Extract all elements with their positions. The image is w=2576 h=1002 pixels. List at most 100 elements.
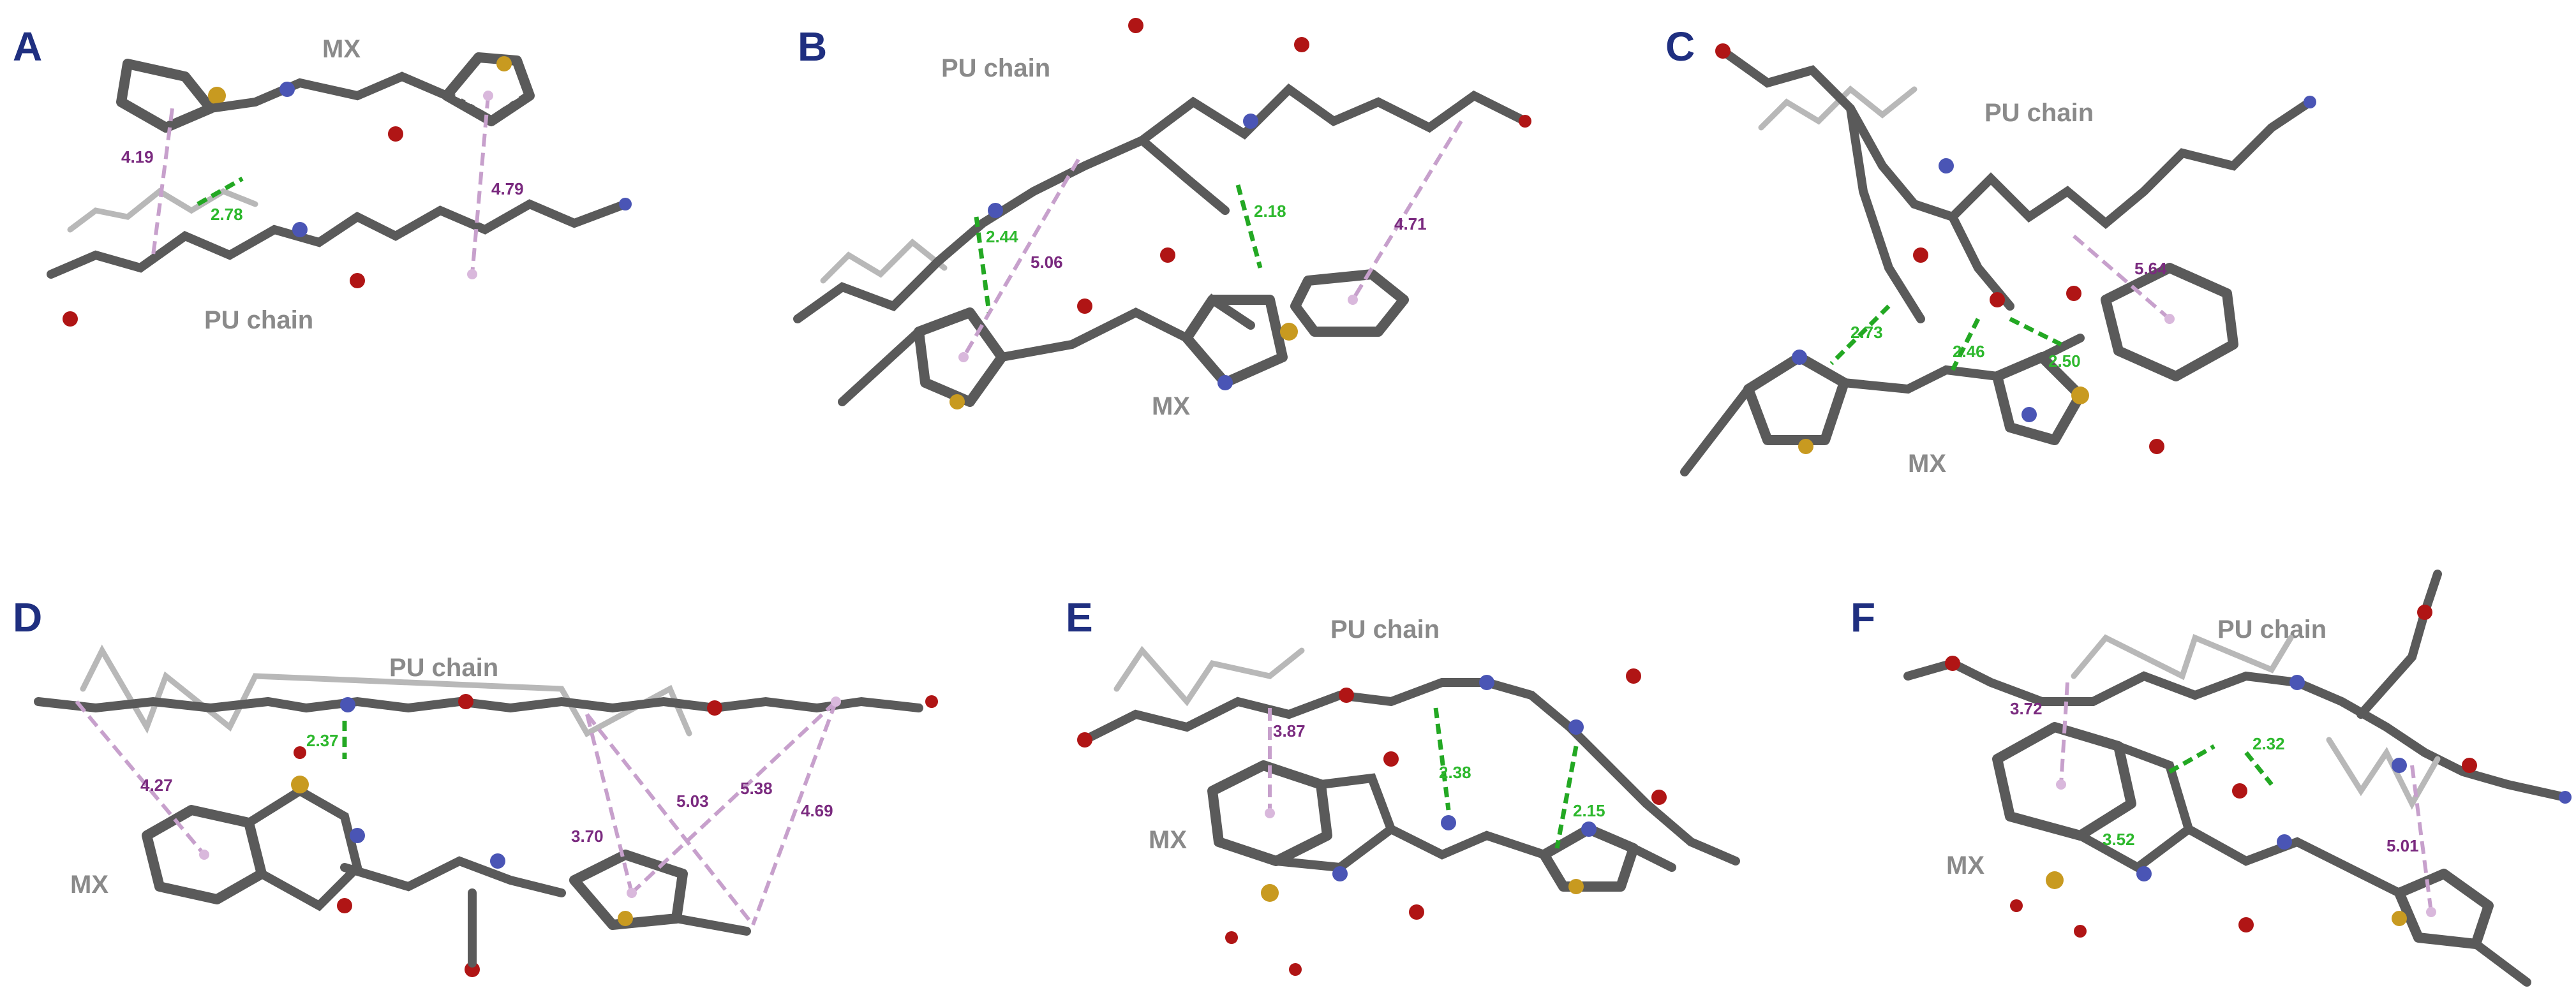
o-atom-e7 [1289,963,1302,976]
aromatic-ring-c2 [2114,277,2224,367]
mx-thiazole-b [914,307,1007,407]
pu-chain-h-f [2071,633,2294,681]
mx-methyl-f [2471,939,2531,987]
panel-a: A MX PU chain 2.78 4.19 4.79 [13,24,632,334]
hbond-line-c2 [1950,318,1981,371]
centroid-f1 [2056,779,2066,790]
pi-dist-e1: 3.87 [1273,721,1306,740]
o-atom-b3 [1519,115,1531,128]
n-atom-b2 [988,203,1003,218]
pi-dist-d1: 4.27 [140,776,173,795]
mx-chain-e [1387,825,1549,860]
mx-methyl-e [1629,844,1676,872]
o-atom-a2 [63,311,78,327]
n-atom-c3 [1792,350,1807,365]
hbond-dist-e1: 2.38 [1439,763,1471,782]
mx-ring-b2 [1182,295,1288,388]
s-atom-b2 [1280,323,1298,341]
n-atom-e1 [1479,675,1494,690]
pi-dist-c1: 5.64 [2134,259,2167,278]
hbond-dist-f1: 2.32 [2252,734,2285,753]
o-atom-e2 [1339,688,1354,703]
o-atom-b4 [1077,298,1092,314]
centroid-b1 [958,352,969,362]
n-atom-f4 [2136,866,2152,881]
pu-chain-d [34,696,923,713]
n-atom-e4 [1441,815,1456,830]
mx-ring-a1 [116,59,216,133]
o-atom-d6 [465,962,480,977]
o-atom-f2 [2417,605,2432,620]
pi-dist-d3: 5.03 [676,792,709,811]
hbond-dist-d1: 2.37 [306,731,339,750]
s-atom-e1 [1261,884,1279,902]
panel-d: D PU chain MX 2.37 4.27 3.70 5.03 [13,594,938,977]
mx-methyl-d [672,914,751,936]
centroid-a2 [467,269,477,279]
o-atom-e4 [1651,790,1667,805]
pi-line-f2 [2410,765,2433,913]
pi-dist-a1: 4.19 [121,147,154,166]
mx-benzene-c [2101,263,2238,381]
drug-label-c: MX [1908,450,1946,478]
pi-dist-a2: 4.79 [491,179,524,198]
pu-branch-f [2356,570,2442,719]
mx-chain-b [997,293,1255,362]
hbond-line-a1 [197,176,244,207]
n-atom-f3 [2559,791,2572,804]
hbond-line-f2 [2168,744,2215,774]
pi-line-d5 [751,700,838,926]
o-atom-c2 [1913,247,1928,263]
mx-benzene-b [1290,269,1409,337]
aromatic-ring-e1 [1222,774,1320,853]
s-atom-f1 [2046,871,2064,889]
o-atom-d4 [294,746,306,759]
o-atom-a1 [350,273,365,288]
pu-chain-h-a [67,188,258,233]
o-atom-d5 [337,898,352,913]
s-atom-f2 [2392,911,2407,926]
mx-chain-f [2184,825,2404,897]
n-atom-c2 [2304,96,2316,108]
pu-branch-c [1846,104,1925,323]
centroid-d1 [199,850,209,860]
chain-label-d: PU chain [389,654,498,682]
o-atom-a3 [388,126,403,142]
mx-chain-d [340,856,566,897]
pu-chain-f [1903,658,2570,802]
o-atom-e5 [1383,751,1399,767]
centroid-f2 [2426,907,2436,917]
pi-line-f1 [2059,682,2069,785]
pu-chain-a [47,199,630,279]
centroid-e1 [1265,808,1275,818]
aromatic-ring-f2 [2408,881,2481,938]
pu-chain-h-c [1758,85,1917,131]
o-atom-c5 [2149,439,2164,454]
n-atom-e3 [1332,866,1348,881]
aromatic-ring-d1 [157,818,253,891]
panel-letter-e: E [1066,594,1093,640]
hbond-line-f1 [2244,751,2274,786]
s-atom-e2 [1568,879,1584,894]
hbond-dist-a1: 2.78 [211,205,243,224]
hbond-dist-c1: 2.73 [1850,323,1883,342]
o-atom-f7 [2238,917,2254,932]
drug-label-b: MX [1152,392,1190,420]
panel-letter-c: C [1665,24,1695,70]
pi-line-c1 [2073,234,2171,321]
o-atom-e6 [1225,931,1238,944]
pu-chain-h-b [820,238,948,284]
chain-label-c: PU chain [1984,99,2094,127]
hbond-dist-c3: 2.50 [2048,351,2081,371]
panel-e: E PU chain MX 2.38 2.15 3.87 [1066,594,1740,976]
centroid-b2 [1348,295,1358,305]
n-atom-a1 [292,222,308,237]
panel-letter-a: A [13,24,42,70]
aromatic-ring-b1 [929,321,992,392]
o-atom-f4 [2010,899,2023,912]
hbond-dist-b2: 2.18 [1254,202,1286,221]
n-atom-d2 [350,828,365,843]
aromatic-ring-b2 [1304,281,1396,325]
mx-thiazole-e [1539,824,1639,892]
